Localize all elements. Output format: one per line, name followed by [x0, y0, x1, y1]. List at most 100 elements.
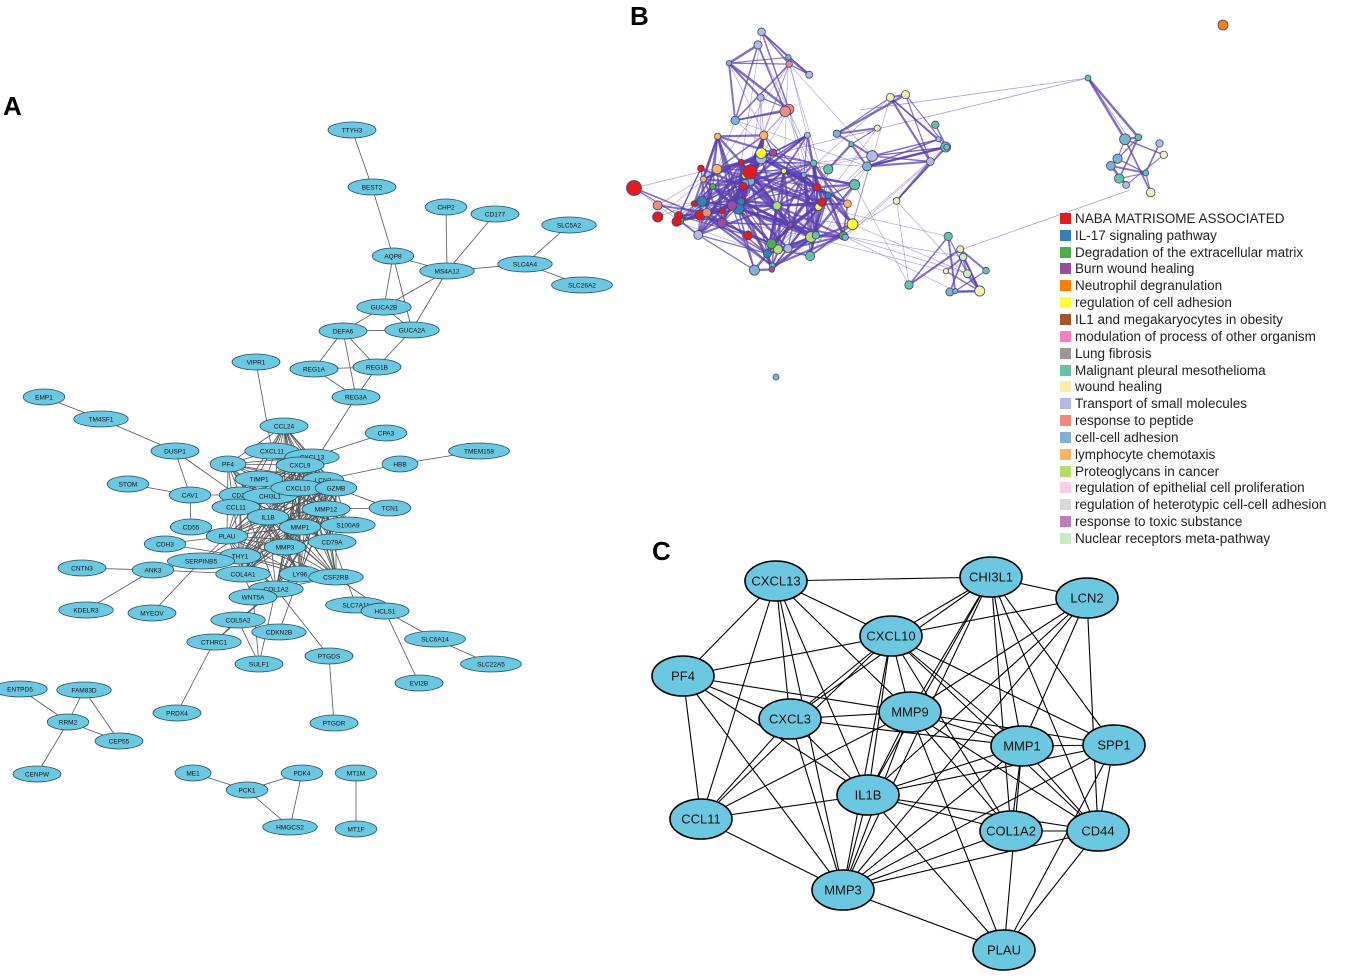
enrichment-edge: [787, 56, 811, 76]
node-label: MMP1: [1003, 739, 1041, 754]
enrichment-node: [693, 230, 704, 240]
enrichment-edge: [947, 236, 968, 275]
node-ellipse: [169, 518, 213, 536]
node-label: EMP1: [35, 394, 53, 401]
legend-item-lung-fibrosis: Lung fibrosis: [1060, 345, 1352, 362]
node-cd44: CD44: [1066, 810, 1130, 852]
node-plau: PLAU: [205, 527, 249, 545]
legend-item-il-17-signaling-pathway: IL-17 signaling pathway: [1060, 227, 1352, 244]
node-label: LCN2: [1070, 591, 1103, 606]
node-ellipse: [384, 321, 440, 339]
enrichment-edge: [947, 236, 957, 292]
enrichment-edge: [716, 136, 742, 202]
node-label: CCL11: [226, 504, 246, 511]
node-label: PDK4: [294, 770, 311, 777]
node-ellipse: [1066, 810, 1130, 852]
node-cenpw: CENPW: [12, 765, 62, 783]
node-label: PLAU: [987, 943, 1021, 958]
enrichment-node: [873, 124, 881, 132]
enrichment-edge: [704, 215, 772, 245]
panel-a-network: TTYH3BEST2CHP2CD177SLC5A2AQP8MS4A12SLC4A…: [0, 121, 613, 838]
edge-lcn2-mmp3: [842, 597, 1088, 891]
legend-label: Neutrophil degranulation: [1075, 278, 1223, 294]
node-label: TCN1: [382, 505, 399, 512]
enrichment-node: [737, 158, 745, 166]
node-ellipse: [106, 475, 150, 493]
enrichment-node: [759, 130, 769, 140]
enrichment-edge: [740, 31, 762, 163]
node-slc5a2: SLC5A2: [541, 216, 597, 234]
enrichment-edge: [757, 44, 786, 112]
enrichment-node: [671, 216, 682, 227]
enrichment-edge: [843, 235, 964, 258]
node-label: TM4SF1: [89, 416, 114, 423]
node-ellipse: [22, 388, 66, 406]
enrichment-edge: [697, 179, 705, 235]
node-label: SLC22A5: [477, 661, 505, 668]
node-ellipse: [168, 486, 212, 504]
legend-item-response-to-toxic-substance: response to toxic substance: [1060, 513, 1352, 530]
enrichment-node: [817, 197, 827, 207]
enrichment-node: [862, 161, 872, 172]
node-label: CAV1: [182, 492, 199, 499]
node-ellipse: [460, 655, 522, 673]
node-ellipse: [959, 556, 1023, 598]
node-ellipse: [541, 216, 597, 234]
legend-label: Lung fibrosis: [1075, 345, 1152, 361]
enrichment-node: [1145, 187, 1156, 198]
enrichment-edge: [803, 174, 811, 257]
legend-swatch: [1060, 465, 1071, 477]
edge-vipr1-cxcl11: [255, 361, 273, 452]
edge-cthrc1-prdx4: [176, 641, 215, 714]
node-label: GUCA2B: [371, 304, 398, 311]
legend-label: modulation of process of other organism: [1075, 328, 1316, 344]
node-ccl24: CCL24: [259, 417, 309, 435]
legend-item-regulation-of-epithelial-cell-proliferation: regulation of epithelial cell proliferat…: [1060, 480, 1352, 497]
enrichment-edge: [657, 203, 695, 218]
enrichment-edge: [728, 62, 790, 111]
node-ellipse: [225, 781, 269, 799]
node-cxcl10: CXCL10: [859, 615, 923, 657]
enrichment-edge: [760, 158, 778, 207]
node-ellipse: [278, 518, 322, 536]
node-ellipse: [56, 681, 112, 699]
enrichment-edge: [1118, 136, 1140, 179]
node-s100a9: S100A9: [320, 516, 376, 534]
node-ccl11: CCL11: [211, 498, 261, 516]
enrichment-node: [772, 244, 783, 255]
edge-lcn2-cxcl10: [890, 597, 1088, 637]
enrichment-edge: [728, 62, 790, 65]
node-ellipse: [651, 655, 715, 697]
legend-label: wound healing: [1075, 379, 1163, 395]
node-label: CD177: [485, 211, 506, 218]
node-label: PF4: [222, 461, 234, 468]
edge-cxcl13-mmp3: [775, 580, 844, 891]
node-ms4a12: MS4A12: [419, 262, 475, 280]
enrichment-node: [952, 288, 959, 295]
node-label: MS4A12: [435, 268, 460, 275]
node-cthrc1: CTHRC1: [186, 633, 242, 651]
enrichment-edge: [787, 169, 829, 249]
enrichment-node: [925, 157, 935, 166]
enrichment-node: [714, 132, 722, 140]
enrichment-edge: [776, 204, 817, 237]
edge-rrm2-cenpw: [36, 721, 69, 775]
edge-best2-aqp8: [371, 186, 394, 257]
node-ellipse: [131, 561, 175, 579]
enrichment-edge: [783, 169, 855, 186]
enrichment-edge: [889, 96, 940, 140]
node-label: MMP3: [824, 883, 862, 898]
node-il1b: IL1B: [246, 508, 290, 526]
edge-chp2-ms4a12: [445, 206, 448, 272]
legend-swatch: [1060, 448, 1071, 460]
enrichment-node: [1119, 133, 1131, 146]
edge-spp1-mmp3: [842, 744, 1115, 891]
enrichment-edge: [735, 110, 786, 122]
enrichment-edge: [763, 134, 805, 176]
legend-swatch: [1060, 280, 1071, 292]
node-ellipse: [356, 298, 412, 316]
node-tm4sf1: TM4SF1: [73, 410, 129, 428]
node-ellipse: [424, 198, 468, 216]
legend-item-wound-healing: wound healing: [1060, 378, 1352, 395]
node-label: SLC7A11: [342, 602, 370, 609]
